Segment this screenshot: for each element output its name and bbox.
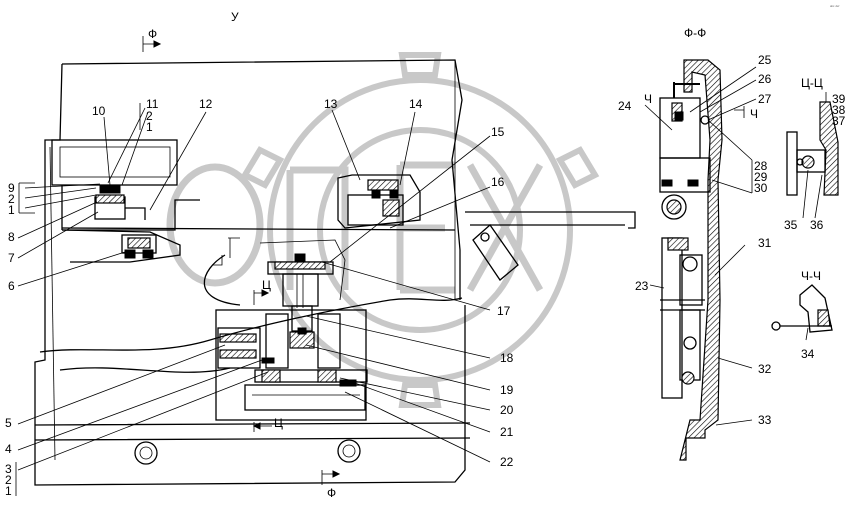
callout-26: 26: [758, 72, 772, 86]
callout-1-top: 1: [146, 120, 153, 134]
callout-2-top: 2: [146, 109, 153, 123]
callout-19: 19: [500, 383, 514, 397]
callout-5: 5: [5, 416, 12, 430]
callout-4: 4: [5, 442, 12, 456]
callout-36: 36: [810, 218, 824, 232]
label-view-y: У: [231, 10, 239, 24]
section-ts-ts: [786, 101, 839, 219]
callout-28: 28: [754, 159, 768, 173]
label-cut-f-top: Ф: [148, 27, 157, 41]
callout-39: 39: [832, 92, 846, 106]
callout-7: 7: [8, 251, 15, 265]
callout-25: 25: [758, 53, 772, 67]
callout-38: 38: [832, 103, 846, 117]
callout-18: 18: [500, 351, 514, 365]
callout-12: 12: [199, 97, 213, 111]
label-cut-f-bottom: Ф: [327, 486, 336, 500]
corner-mark: ᵃᵇᶜ ᵈᵉᶠ: [830, 4, 840, 9]
section-f-f: [644, 59, 757, 461]
callout-6: 6: [8, 279, 15, 293]
callout-33: 33: [758, 413, 772, 427]
callout-29: 29: [754, 170, 768, 184]
callout-3: 3: [5, 462, 12, 476]
view-labels: У Ф Ф Ц Ц Ф-Ф Ц-Ц Ч-Ч Ч Ч: [148, 10, 823, 500]
callout-35: 35: [784, 218, 798, 232]
callout-32: 32: [758, 362, 772, 376]
callout-1-left: 1: [8, 203, 15, 217]
callout-37: 37: [832, 114, 846, 128]
callout-31: 31: [758, 236, 772, 250]
section-ch-ch: [771, 284, 833, 341]
label-section-ts-ts: Ц-Ц: [801, 76, 823, 90]
callout-2-left: 2: [8, 192, 15, 206]
callout-2-bottom: 2: [5, 473, 12, 487]
callout-8: 8: [8, 230, 15, 244]
callout-34: 34: [801, 347, 815, 361]
callout-numbers: 10 11 2 1 12 9 2 1 8 7 6 5 4 3 2 1 13 14…: [5, 53, 846, 498]
callout-9: 9: [8, 181, 15, 195]
gear-watermark-icon: [240, 52, 600, 408]
label-section-ch-ch: Ч-Ч: [801, 269, 821, 283]
callout-14: 14: [409, 97, 423, 111]
label-cut-ch-left: Ч: [644, 92, 652, 106]
callout-27: 27: [758, 92, 772, 106]
main-view: [15, 36, 827, 496]
label-section-f-f: Ф-Ф: [684, 26, 706, 40]
callout-20: 20: [500, 403, 514, 417]
callout-24: 24: [618, 99, 632, 113]
callout-1-bottom: 1: [5, 484, 12, 498]
callout-23: 23: [635, 279, 649, 293]
callout-11: 11: [146, 97, 159, 111]
callout-13: 13: [324, 97, 338, 111]
watermark: [166, 52, 600, 408]
callout-10: 10: [92, 104, 106, 118]
callout-30: 30: [754, 181, 768, 195]
label-cut-ts-top: Ц: [262, 278, 271, 292]
label-cut-ch-right: Ч: [750, 107, 758, 121]
callout-16: 16: [491, 175, 505, 189]
label-cut-ts-bottom: Ц: [274, 416, 283, 430]
callout-17: 17: [497, 304, 511, 318]
callout-15: 15: [491, 125, 505, 139]
callout-22: 22: [500, 455, 514, 469]
callout-21: 21: [500, 425, 514, 439]
